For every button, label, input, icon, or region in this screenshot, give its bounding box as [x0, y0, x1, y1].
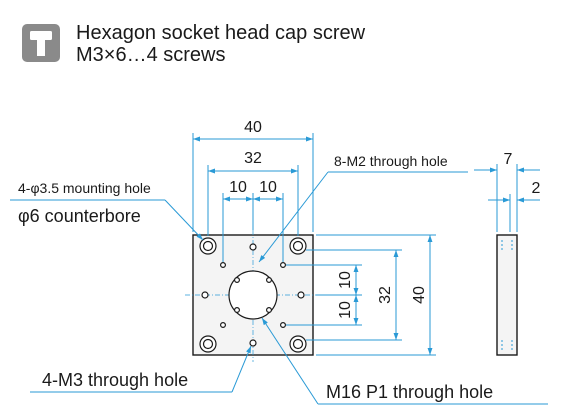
dim-10-right-upper: 10: [337, 271, 354, 289]
label-mounting-hole: 4-φ3.5 mounting hole: [18, 180, 151, 196]
label-m3-hole: 4-M3 through hole: [42, 370, 188, 390]
right-dimensions: [286, 234, 436, 356]
side-dimensions: [474, 164, 540, 232]
dim-40-top: 40: [244, 119, 262, 136]
front-view: [185, 230, 320, 362]
m16-hole: [228, 270, 278, 320]
side-outline: [496, 234, 518, 356]
label-m2-hole: 8-M2 through hole: [334, 153, 448, 169]
dim-7-side: 7: [504, 151, 513, 168]
dim-40-right: 40: [411, 286, 428, 304]
dim-32-top: 32: [244, 150, 262, 167]
dim-2-side: 2: [532, 180, 541, 197]
screw-title: Hexagon socket head cap screw: [76, 22, 366, 44]
label-counterbore: φ6 counterbore: [18, 206, 141, 226]
top-dimensions: [192, 133, 314, 262]
screw-spec: M3×6…4 screws: [76, 44, 226, 66]
mounting-holes: [199, 237, 307, 353]
m3-holes: [201, 243, 305, 347]
screw-icon: [22, 24, 60, 62]
leader-lines: [10, 171, 548, 405]
m2-holes: [220, 262, 287, 329]
header: Hexagon socket head cap screw M3×6…4 scr…: [10, 8, 550, 68]
label-m16-hole: M16 P1 through hole: [326, 382, 493, 402]
dim-10-top-left: 10: [229, 179, 247, 196]
dim-10-top-right: 10: [259, 179, 277, 196]
side-view: [496, 234, 518, 356]
dim-32-right: 32: [377, 286, 394, 304]
dim-10-right-lower: 10: [337, 301, 354, 319]
